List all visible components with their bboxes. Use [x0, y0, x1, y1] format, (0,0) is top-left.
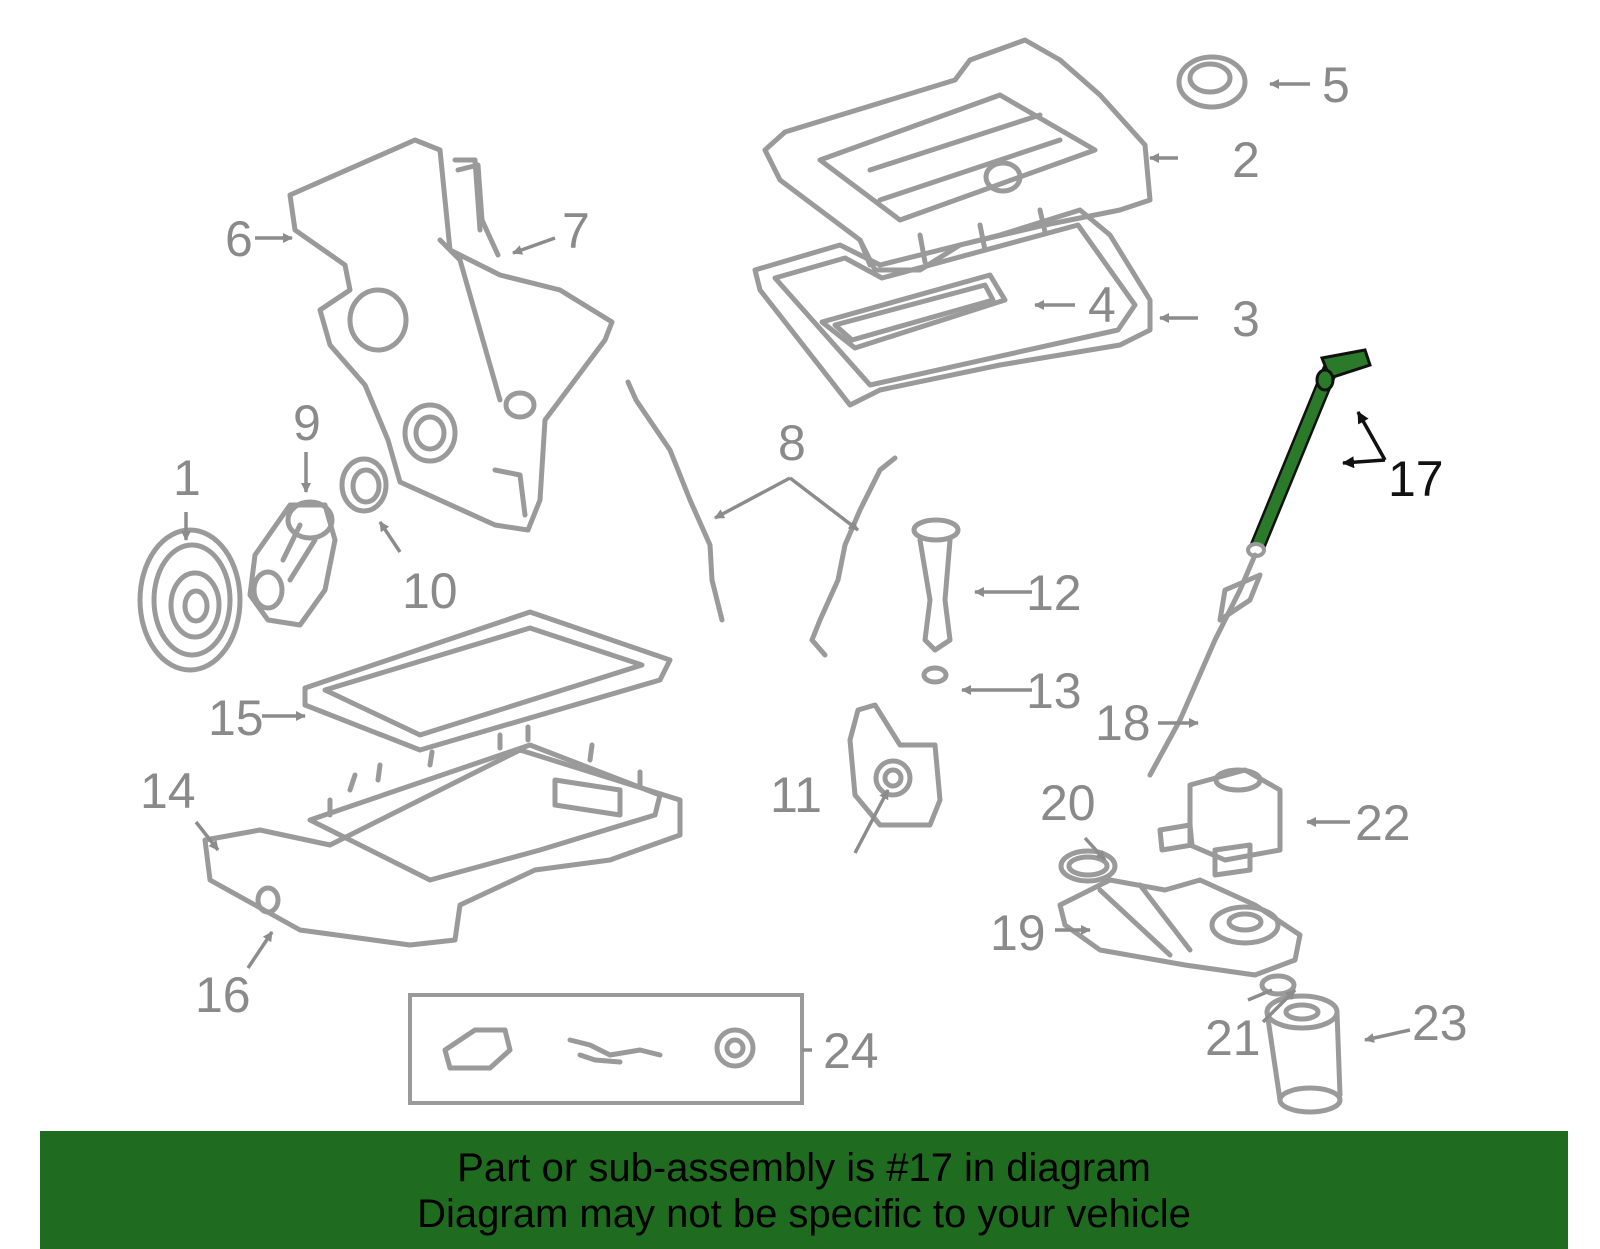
callout-5: 5 [1322, 57, 1350, 113]
part-7-cover-gasket [455, 162, 501, 258]
callout-4: 4 [1088, 277, 1116, 333]
callout-15: 15 [208, 690, 264, 746]
part-23-oil-filter [1264, 993, 1343, 1115]
callout-24: 24 [823, 1023, 879, 1079]
part-2-valve-cover [762, 37, 1153, 273]
callout-10: 10 [402, 563, 458, 619]
part-5-oil-filler-cap [1176, 54, 1248, 110]
part-19-oil-filter-adapter [1057, 877, 1303, 978]
callout-12: 12 [1026, 565, 1082, 621]
part-24-sensor-kit-box [408, 993, 804, 1105]
callout-19: 19 [990, 905, 1046, 961]
part-15-oil-pan-gasket [302, 609, 673, 753]
part-12-oil-pickup-tube [911, 517, 961, 653]
callout-16: 16 [195, 967, 251, 1023]
part-10-front-seal [339, 456, 389, 514]
callout-21: 21 [1205, 1010, 1261, 1066]
callout-20: 20 [1040, 775, 1096, 831]
part-4-spark-plug-gasket [819, 272, 1008, 351]
banner-line-1: Part or sub-assembly is #17 in diagram [457, 1146, 1151, 1190]
part-22-oil-cooler [1157, 767, 1283, 878]
leader-lines [181, 79, 1411, 1052]
callout-14: 14 [140, 763, 196, 819]
part-18-dipstick [1147, 552, 1263, 778]
callout-13: 13 [1026, 663, 1082, 719]
callout-22: 22 [1355, 795, 1411, 851]
part-13-o-ring [921, 665, 949, 685]
part-21-adapter-stud [1259, 973, 1297, 997]
part-20-gasket-ring [1058, 848, 1118, 884]
callout-labels: 1 2 3 4 5 6 7 8 9 10 11 12 13 14 15 16 1… [140, 57, 1468, 1079]
callout-1: 1 [173, 450, 201, 506]
part-9-belt-tensioner [247, 499, 338, 628]
info-banner: Part or sub-assembly is #17 in diagram D… [40, 1131, 1568, 1249]
part-3-valve-cover-gasket [752, 207, 1153, 408]
callout-6: 6 [225, 211, 253, 267]
part-17-dipstick-tube [1246, 348, 1372, 558]
callout-8: 8 [778, 415, 806, 471]
part-14-oil-pan [202, 724, 683, 948]
callout-23: 23 [1412, 995, 1468, 1051]
callout-2: 2 [1232, 132, 1260, 188]
callout-11: 11 [770, 767, 822, 823]
callout-17: 17 [1388, 451, 1444, 507]
callout-7: 7 [562, 203, 590, 259]
part-6-timing-cover [287, 137, 615, 533]
callout-9: 9 [293, 395, 321, 451]
callout-18: 18 [1095, 695, 1151, 751]
callout-3: 3 [1232, 291, 1260, 347]
part-8-timing-cover-gaskets [625, 379, 898, 658]
part-1-crankshaft-pulley [137, 527, 243, 673]
part-11-oil-pump [847, 702, 943, 828]
banner-line-2: Diagram may not be specific to your vehi… [417, 1192, 1191, 1236]
